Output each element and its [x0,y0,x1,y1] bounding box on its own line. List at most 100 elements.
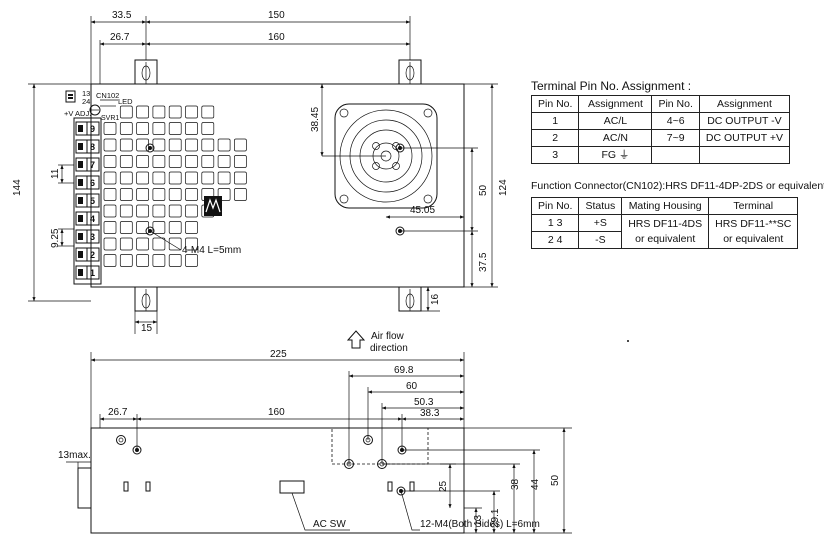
vent-hole [119,204,133,218]
vent-hole [152,188,166,201]
vent-hole [168,122,182,135]
terminal-3: 3 [75,229,100,244]
vent-hole [185,237,198,251]
vent-hole [103,171,117,185]
vent-hole [136,221,149,234]
table-cell: FG ⏚ [578,146,653,164]
vent-hole [103,221,117,234]
mount-tab-bottom-left [134,286,158,312]
table-cell-terminal: HRS DF11-**SC or equivalent [708,214,799,249]
vent-hole [201,105,215,119]
airflow-indicator: Air flow direction [346,330,408,354]
table-cell: DC OUTPUT +V [698,129,790,147]
dim-69-8: 69.8 [394,365,414,376]
vent-hole [103,204,117,218]
label-mount-side: 12-M4(Both Sides) L=6mm [420,519,540,530]
table-row: 2 AC/N 7~9 DC OUTPUT +V [530,129,790,147]
terminal-1: 1 [75,265,100,280]
dim-50-top: 50 [478,184,489,196]
connector-table: Pin No. Status Mating Housing Terminal 1… [530,197,799,249]
vent-hole [234,188,247,201]
ac-switch [279,480,305,494]
dim-37-5: 37.5 [478,252,489,272]
dim-50-3: 50.3 [414,397,434,408]
side-view: 225 69.8 60 50.3 38.3 26.7 160 13max. 25… [58,349,572,534]
label-pins-24: 24 [82,97,90,106]
vent-hole [168,204,182,218]
vent-hole [168,188,182,201]
label-pins-13: 13 [82,89,90,98]
terminal-assignment-table: Pin No. Assignment Pin No. Assignment 1 … [530,95,790,164]
vent-hole [234,171,247,185]
terminal-line-2: or equivalent [723,232,784,245]
terminal-number: 1 [90,268,95,278]
vent-hole [152,204,166,218]
vent-hole [234,138,247,152]
vent-hole [201,122,215,135]
vent-hole [103,237,117,251]
dim-44: 44 [530,478,541,490]
vent-hole [201,171,215,185]
airflow-label-1: Air flow [371,331,405,342]
vent-hole [168,105,182,119]
table-header: Pin No. [651,95,700,113]
table-header: Assignment [578,95,653,113]
terminal-number: 7 [90,160,95,170]
label-v-adj: +V ADJ. [64,109,91,118]
table-cell: -S [578,231,623,249]
label-mount-top: 4-M4 L=5mm [182,245,241,256]
terminal-number: 6 [90,178,95,188]
dim-160-top: 160 [268,32,285,43]
table-cell: 1 3 [530,214,580,232]
vent-hole [119,138,133,152]
vent-hole [201,138,215,152]
terminal-number: 8 [90,142,95,152]
vent-hole [152,105,166,119]
vent-hole [119,221,133,234]
table-header: Pin No. [530,95,580,113]
dim-38: 38 [510,478,521,490]
vent-hole [152,254,166,267]
vent-hole [136,237,149,251]
terminal-block [73,117,102,285]
table-cell: +S [578,214,623,232]
table-cell: 4~6 [651,112,700,130]
vent-hole [185,138,198,152]
vent-hole [152,237,166,251]
table-cell: AC/L [578,112,653,130]
table-header: Pin No. [530,197,580,215]
dim-144: 144 [12,179,23,196]
mount-tab-top-right [398,59,422,85]
table-row: 2 4 -S [530,231,798,249]
dim-13max: 13max. [58,450,91,461]
table-cell: 2 4 [530,231,580,249]
mount-tab-top-left [134,59,158,85]
table-row: 1 3 +S HRS DF11-4DS or equivalent HRS DF1… [530,214,799,249]
terminal-2: 2 [75,247,100,262]
vent-hole [136,122,149,135]
vent-hole [103,254,117,267]
vent-hole [136,105,149,119]
vent-hole [103,138,117,152]
vent-hole [152,221,166,234]
vent-hole [185,204,198,218]
brand-logo-mark [204,196,222,216]
vent-hole [217,138,231,152]
housing-line-1: HRS DF11-4DS [628,217,703,230]
table-cell: 1 [530,112,580,130]
terminal-number: 4 [90,214,95,224]
vent-slot [387,481,393,492]
terminal-line-1: HRS DF11-**SC [715,217,792,230]
terminal-5: 5 [75,193,100,208]
vent-hole [217,188,231,201]
vent-hole [217,155,231,168]
dim-160-side: 160 [268,407,285,418]
vent-hole [185,155,198,168]
vent-hole [136,138,149,152]
dim-38-3: 38.3 [420,408,440,419]
table-cell: 3 [530,146,580,164]
vent-hole [185,122,198,135]
table-cell: 7~9 [651,129,700,147]
vent-hole [168,237,182,251]
psu-outline-top [90,83,465,288]
